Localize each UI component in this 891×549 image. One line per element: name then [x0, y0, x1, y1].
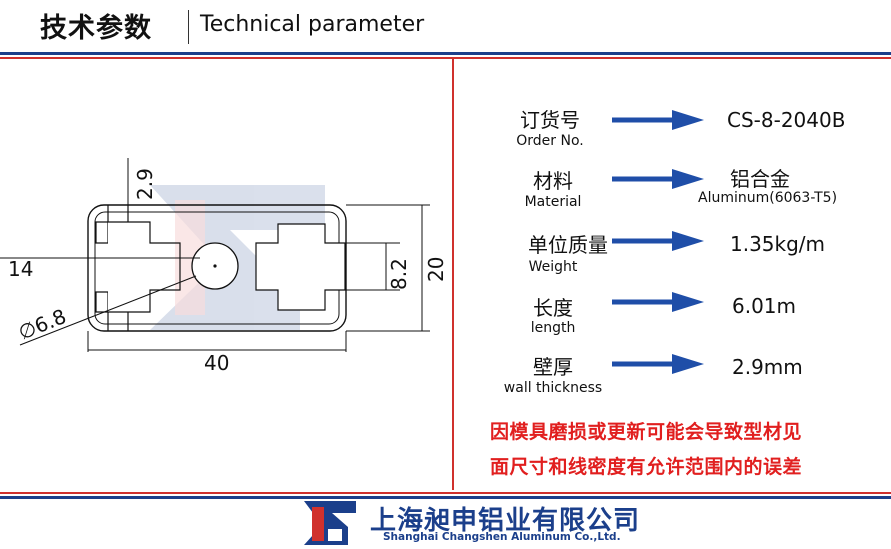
arrow-right-icon: [612, 352, 704, 376]
section-divider: [452, 58, 454, 490]
profile-drawing-svg: 2.9 8.2 20 14 ∅6.8 40: [0, 158, 448, 375]
param-length-label-en: length: [530, 320, 576, 336]
param-weight-value: 1.35kg/m: [730, 232, 826, 256]
profile-drawing: 2.9 8.2 20 14 ∅6.8 40: [0, 150, 450, 380]
param-wall-label-en: wall thickness: [503, 380, 603, 396]
arrow-right-icon: [612, 167, 704, 191]
param-weight-label-en: Weight: [528, 259, 578, 275]
title-divider: [188, 10, 189, 44]
param-order-label-cn: 订货号: [520, 108, 580, 132]
header-blue-rule: [0, 52, 891, 55]
dim-wall-label: 2.9: [133, 168, 157, 200]
param-material-label-en: Material: [524, 194, 582, 210]
company-logo-icon: [304, 501, 356, 549]
param-material-value: 铝合金: [730, 167, 790, 191]
dim-width-label: 40: [204, 351, 229, 375]
arrow-right-icon: [612, 290, 704, 314]
company-name-cn: 上海昶申铝业有限公司: [370, 506, 641, 536]
dim-left-label: 14: [8, 257, 33, 281]
param-material-label-cn: 材料: [533, 169, 573, 193]
arrow-right-icon: [612, 108, 704, 132]
param-length-value: 6.01m: [732, 294, 797, 318]
param-order-value: CS-8-2040B: [727, 108, 846, 132]
param-length-label-cn: 长度: [533, 296, 573, 320]
param-material-sub: Aluminum(6063-T5): [698, 190, 838, 206]
footer-blue-rule: [0, 496, 891, 499]
header-red-rule: [0, 57, 891, 59]
dim-height-label: 20: [424, 257, 448, 282]
param-wall-label-cn: 壁厚: [533, 355, 573, 379]
company-name-en: Shanghai Changshen Aluminum Co.,Ltd.: [383, 531, 621, 543]
page-title: 技术参数: [40, 13, 152, 44]
page-subtitle: Technical parameter: [200, 12, 425, 37]
dim-hole-label: ∅6.8: [15, 304, 70, 345]
param-wall-value: 2.9mm: [732, 355, 803, 379]
param-order-label-en: Order No.: [516, 133, 584, 149]
footer-red-rule: [0, 492, 891, 494]
param-weight-label-cn: 单位质量: [528, 233, 608, 257]
notice-line-1: 因模具磨损或更新可能会导致型材见: [490, 421, 803, 443]
notice-line-2: 面尺寸和线密度有允许范围内的误差: [490, 456, 803, 478]
dim-slot-label: 8.2: [387, 258, 411, 290]
arrow-right-icon: [612, 229, 704, 253]
